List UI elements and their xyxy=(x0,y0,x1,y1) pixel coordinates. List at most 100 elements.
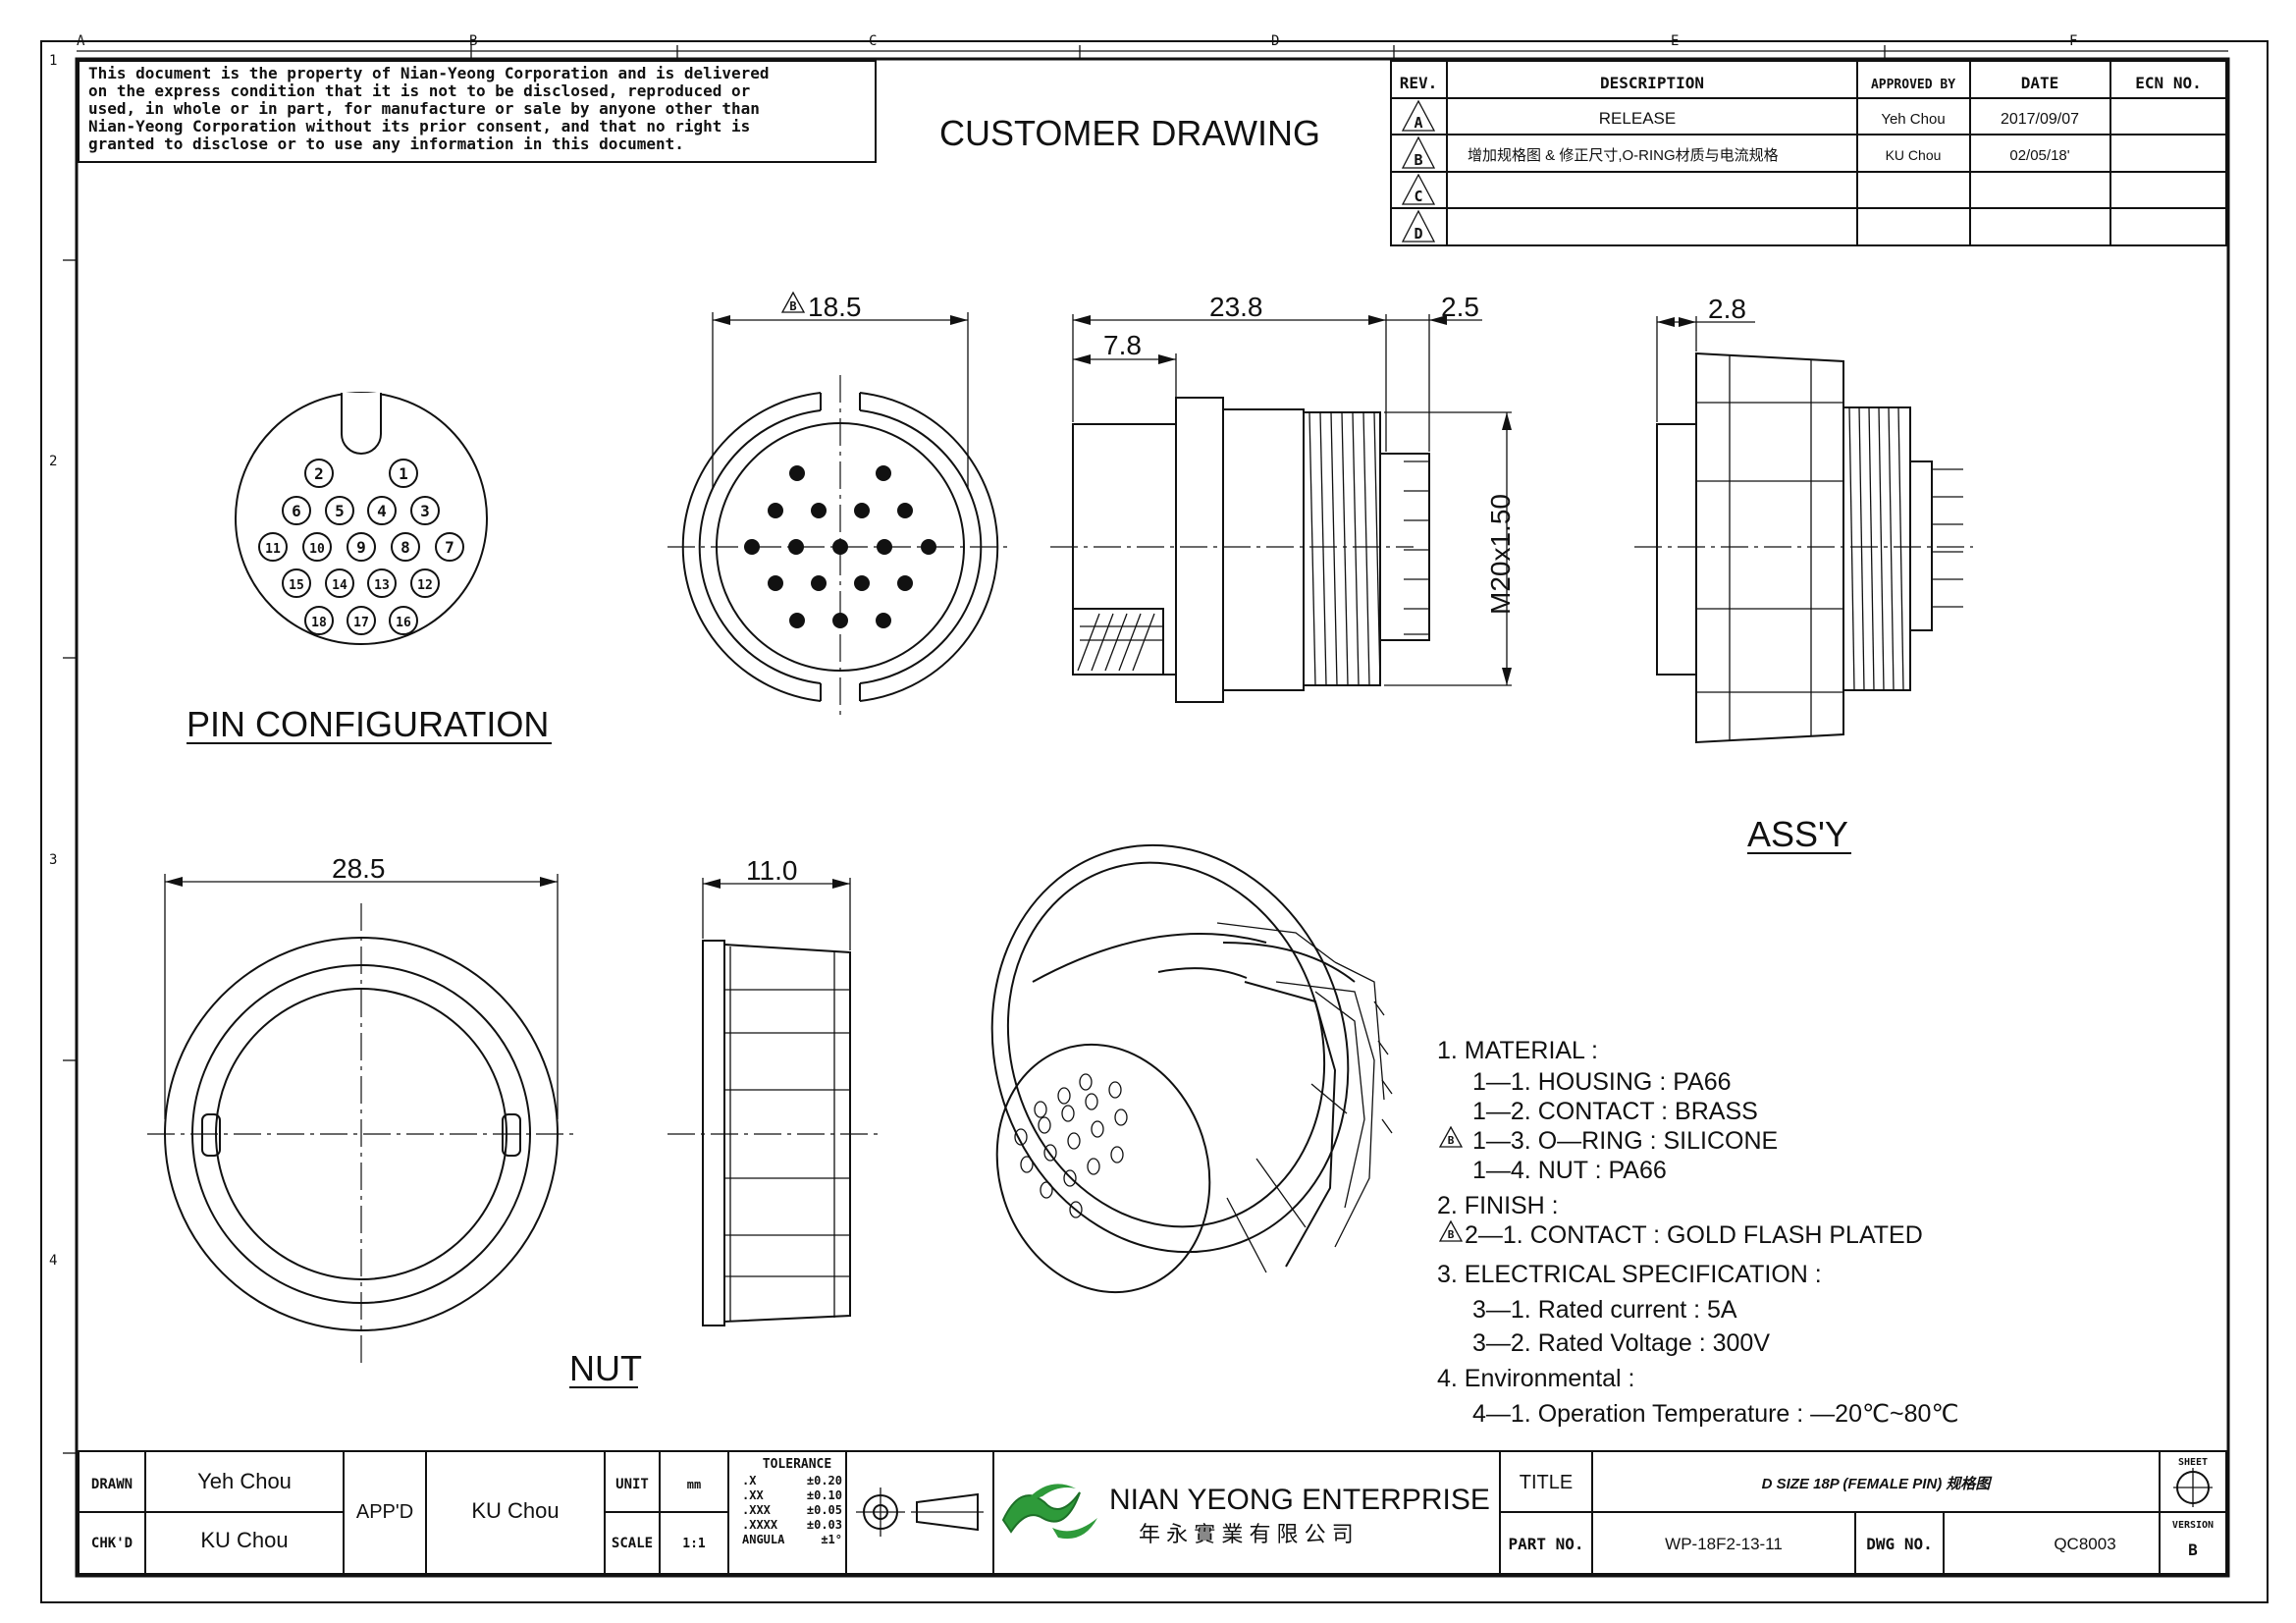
pin-number-label: 4 xyxy=(377,502,387,520)
thread-line xyxy=(1341,411,1349,686)
pin-configuration-label: PIN CONFIGURATION xyxy=(187,704,549,744)
chkd-by: KU Chou xyxy=(200,1528,288,1552)
assembly-view: 2.8 ASS'Y xyxy=(1634,294,1973,854)
part-no-value: WP-18F2-13-11 xyxy=(1665,1535,1783,1553)
drawn-by: Yeh Chou xyxy=(197,1469,292,1493)
isometric-view xyxy=(990,843,1393,1294)
drawing-title: D SIZE 18P (FEMALE PIN) 规格图 xyxy=(1762,1476,1994,1492)
note-line: 4—1. Operation Temperature : —20℃~80℃ xyxy=(1472,1400,1959,1428)
rev-b-approved: KU Chou xyxy=(1886,147,1942,163)
note-rev-marker-icon: B xyxy=(1438,1125,1464,1148)
thread-line xyxy=(1858,406,1865,691)
tolerance-list: .X±0.20.XX±0.10.XXX±0.05.XXXX±0.03ANGULA… xyxy=(742,1474,842,1546)
front-pin-hole xyxy=(768,503,783,518)
pin-number-label: 16 xyxy=(396,616,411,630)
front-pin-hole xyxy=(876,465,891,481)
iso-pin-hole xyxy=(1079,1073,1093,1091)
assy-pin-ends xyxy=(1932,468,1963,608)
front-pin-hole xyxy=(897,575,913,591)
zone-row-3: 3 xyxy=(49,852,57,868)
pin-marker: 7 xyxy=(435,532,464,562)
note-line: 3—2. Rated Voltage : 300V xyxy=(1472,1329,1770,1357)
sheet-border xyxy=(40,40,2269,1603)
notice-line-3: used, in whole or in part, for manufactu… xyxy=(88,99,760,118)
revision-table: REV. DESCRIPTION APPROVED BY DATE ECN NO… xyxy=(1390,60,2227,246)
pin-number-label: 15 xyxy=(289,578,304,593)
front-pin-hole xyxy=(811,503,827,518)
thread-line xyxy=(1352,411,1360,686)
front-pin-hole xyxy=(854,503,870,518)
part-no-label: PART NO. xyxy=(1508,1535,1583,1553)
pin-marker: 12 xyxy=(410,568,440,598)
zone-row-1: 1 xyxy=(49,53,57,69)
zone-col-d: D xyxy=(1271,33,1279,49)
pin-marker: 3 xyxy=(410,496,440,525)
pin-marker: 5 xyxy=(325,496,354,525)
tolerance-value: ±0.05 xyxy=(807,1503,842,1517)
svg-text:C: C xyxy=(1414,188,1422,205)
note-rev-marker-icon: B xyxy=(1438,1219,1464,1242)
tolerance-key: .XXXX xyxy=(742,1518,778,1532)
pin-number-label: 13 xyxy=(374,578,390,593)
appd-by: KU Chou xyxy=(471,1498,559,1523)
iso-pin-hole xyxy=(1057,1087,1071,1105)
thread-line xyxy=(1888,406,1895,691)
rev-triangle-c: C xyxy=(1401,173,1436,205)
side-pin-ends xyxy=(1404,460,1429,635)
note-line: 2. FINISH : xyxy=(1437,1192,1559,1219)
note-line: 1—1. HOUSING : PA66 xyxy=(1472,1068,1732,1096)
zone-grid: A B C D E F 1 2 3 4 xyxy=(49,33,2228,1454)
note-line: 3—1. Rated current : 5A xyxy=(1472,1296,1737,1324)
company-logo-icon xyxy=(1001,1484,1097,1540)
front-pin-hole xyxy=(788,539,804,555)
iso-pin-hole xyxy=(1091,1120,1104,1138)
rev-a-date: 2017/09/07 xyxy=(2001,111,2079,128)
rev-header-description: DESCRIPTION xyxy=(1600,74,1704,92)
pin-number-label: 3 xyxy=(420,502,430,520)
scale-value: 1:1 xyxy=(682,1537,706,1551)
scale-label: SCALE xyxy=(612,1536,653,1551)
thread-line xyxy=(1878,406,1885,691)
nut-width-dimension: 11.0 xyxy=(746,855,797,886)
front-pin-hole xyxy=(768,575,783,591)
sheet-label: SHEET xyxy=(2178,1457,2208,1468)
iso-pin-holes xyxy=(1014,1073,1128,1218)
connector-side-view: 23.8 2.5 7.8 M20x1.50 xyxy=(1050,292,1516,703)
tolerance-value: ±0.10 xyxy=(807,1488,842,1502)
thread-line xyxy=(1319,411,1327,686)
iso-pin-hole xyxy=(1110,1146,1124,1163)
dwg-no-value: QC8003 xyxy=(2054,1535,2115,1553)
iso-pin-hole xyxy=(1034,1101,1047,1118)
thread-line xyxy=(1308,411,1316,686)
pin-number-label: 7 xyxy=(445,538,454,557)
svg-text:A: A xyxy=(1414,114,1422,132)
drawing-heading: CUSTOMER DRAWING xyxy=(939,113,1320,153)
pin-marker: 17 xyxy=(347,606,376,635)
pin-length-dimension: 2.5 xyxy=(1441,292,1479,322)
pin-marker: 13 xyxy=(367,568,397,598)
tolerance-label: TOLERANCE xyxy=(763,1457,831,1472)
note-line: 2—1. CONTACT : GOLD FLASH PLATED xyxy=(1465,1221,1923,1249)
zone-col-a: A xyxy=(77,33,85,49)
iso-pin-hole xyxy=(1014,1128,1028,1146)
tolerance-key: .XXX xyxy=(742,1503,772,1517)
pin-number-label: 18 xyxy=(311,616,327,630)
thread-line xyxy=(1848,406,1855,691)
tolerance-key: ANGULA xyxy=(742,1533,785,1546)
tolerance-value: ±0.20 xyxy=(807,1474,842,1488)
notice-line-4: Nian-Yeong Corporation without its prior… xyxy=(88,117,750,135)
svg-text:D: D xyxy=(1414,225,1422,243)
rev-triangle-d: D xyxy=(1401,209,1436,243)
company-name-en: NIAN YEONG ENTERPRISE xyxy=(1109,1484,1490,1516)
tolerance-value: ±0.03 xyxy=(807,1518,842,1532)
front-pin-hole xyxy=(789,613,805,628)
pin-marker: 8 xyxy=(391,532,420,562)
property-notice: This document is the property of Nian-Ye… xyxy=(78,60,877,163)
nut-label: NUT xyxy=(569,1348,642,1388)
zone-col-e: E xyxy=(1671,33,1679,49)
pin-number-label: 1 xyxy=(399,464,408,483)
tolerance-key: .XX xyxy=(742,1488,764,1502)
front-pin-hole xyxy=(921,539,936,555)
